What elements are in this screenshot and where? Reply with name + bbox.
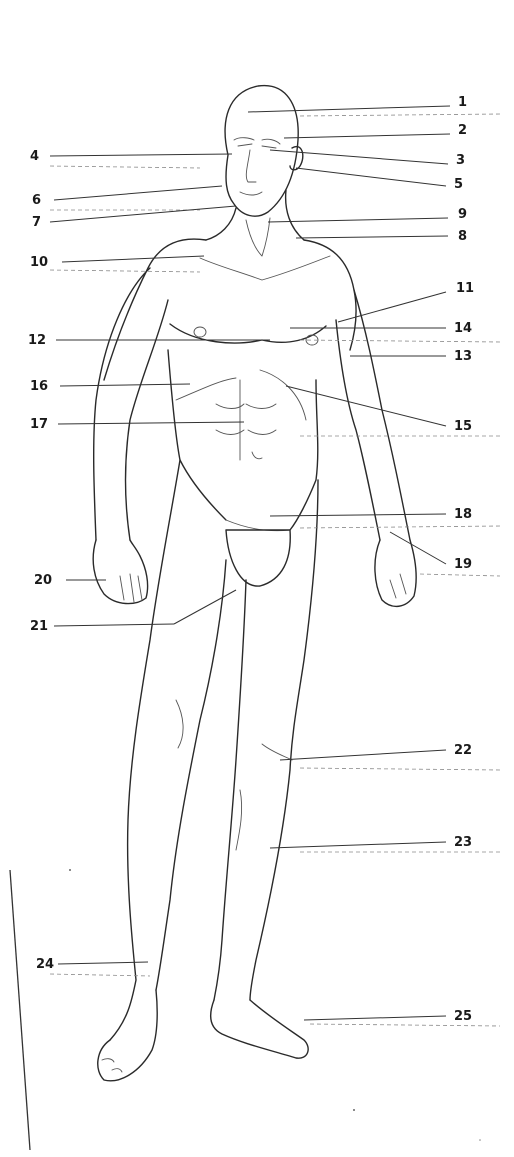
label-19: 19 [454,557,472,572]
label-10: 10 [30,255,48,270]
label-23: 23 [454,835,472,850]
label-11: 11 [456,281,474,296]
cover [226,530,290,586]
label-1: 1 [458,95,467,110]
label-15: 15 [454,419,472,434]
label-2: 2 [458,123,467,138]
label-18: 18 [454,507,472,522]
human-figure [93,86,416,1081]
label-6: 6 [32,193,41,208]
leg-right-outer [250,480,318,1000]
label-25: 25 [454,1009,472,1024]
leader-lines [50,106,500,1026]
neck [206,190,304,240]
torso-left [104,239,206,380]
labels: 1 2 3 4 5 6 7 8 9 10 11 12 13 14 15 16 1… [28,95,474,1024]
label-5: 5 [454,177,463,192]
label-4: 4 [30,149,39,164]
label-9: 9 [458,207,467,222]
foot-right [211,1000,308,1058]
hand-left [93,540,147,604]
label-13: 13 [454,349,472,364]
arm-left-outer [94,268,150,540]
label-17: 17 [30,417,48,432]
arm-left-inner [126,300,169,540]
label-12: 12 [28,333,46,348]
label-21: 21 [30,619,48,634]
label-16: 16 [30,379,48,394]
foot-left [98,990,157,1081]
label-24: 24 [36,957,54,972]
label-14: 14 [454,321,472,336]
arm-right-inner [336,320,380,540]
torso-right [304,240,356,350]
page-margin-line [10,870,30,1150]
label-22: 22 [454,743,472,758]
label-20: 20 [34,573,52,588]
label-8: 8 [458,229,467,244]
label-7: 7 [32,215,41,230]
leg-right-inner [214,580,246,1000]
label-3: 3 [456,153,465,168]
leg-left-outer [110,460,180,1040]
scan-specks [69,869,481,1141]
